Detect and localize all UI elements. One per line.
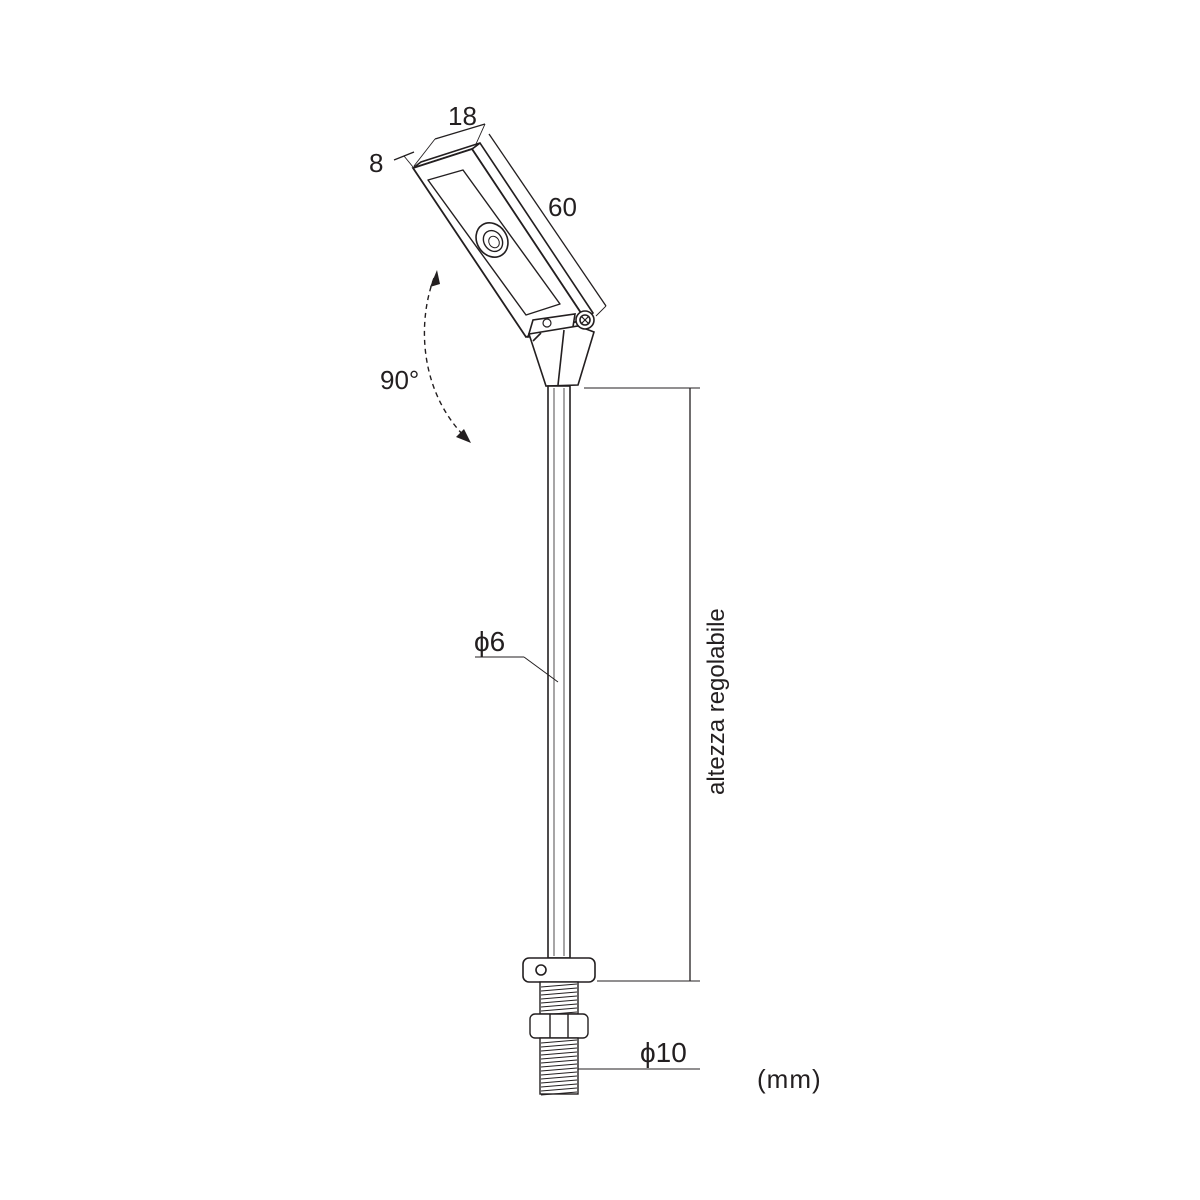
thread-line	[540, 1059, 578, 1064]
rotation-arrow	[423, 270, 471, 443]
locking-collar	[522, 957, 596, 983]
units-label: (mm)	[757, 1064, 822, 1094]
thread-line	[540, 1007, 578, 1012]
arrow-head-top-icon	[430, 270, 440, 287]
thread-line	[540, 983, 578, 988]
set-screw-icon	[535, 964, 547, 976]
thread-line	[540, 987, 578, 992]
thread-diameter-label: ϕ10	[640, 1037, 687, 1068]
thread-line	[540, 1071, 578, 1076]
thread-line	[540, 1091, 578, 1096]
thread-line	[540, 995, 578, 1000]
thread-line	[540, 1051, 578, 1056]
thread-line	[540, 1043, 578, 1048]
thread-line	[540, 1003, 578, 1008]
thread-line	[540, 1067, 578, 1072]
thread-line	[540, 1063, 578, 1068]
thread-line	[540, 1079, 578, 1084]
rod-diameter-label: ϕ6	[474, 626, 505, 657]
thread-line	[540, 1083, 578, 1088]
led-lens-icon	[475, 222, 509, 258]
threaded-stud	[529, 981, 589, 1096]
head-length-label: 60	[548, 192, 577, 222]
tilt-angle-label: 90°	[380, 365, 419, 395]
dimension-lines	[393, 123, 700, 1070]
hex-nut-icon	[529, 1013, 589, 1039]
arrow-head-bottom-icon	[456, 429, 471, 443]
thread-line	[540, 1039, 578, 1044]
rod	[547, 385, 571, 959]
thread-line	[540, 999, 578, 1004]
pivot-screw-icon	[575, 310, 595, 330]
adjustable-height-label: altezza regolabile	[703, 608, 730, 795]
thread-line	[540, 1047, 578, 1052]
thread-line	[540, 991, 578, 996]
swivel-joint	[526, 310, 595, 387]
head-width-label: 18	[448, 101, 477, 131]
head-depth-label: 8	[369, 148, 383, 178]
lamp-head	[411, 141, 595, 339]
thread-line	[540, 1055, 578, 1060]
thread-line	[540, 1087, 578, 1092]
thread-line	[540, 1075, 578, 1080]
